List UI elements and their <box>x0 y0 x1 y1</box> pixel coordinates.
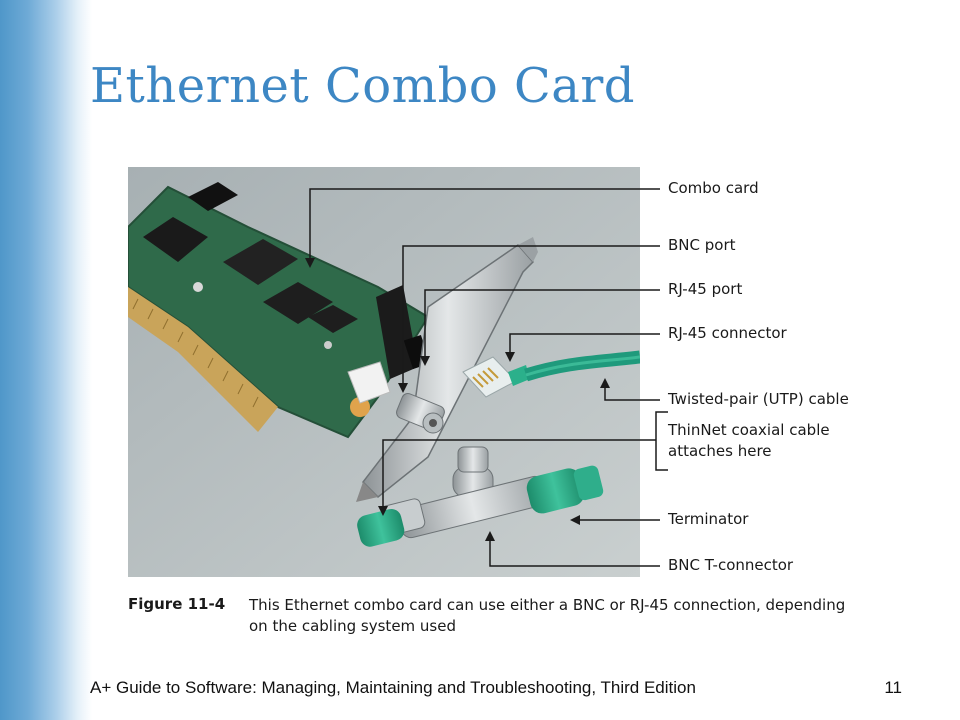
arrowhead-bnc-port <box>398 383 408 393</box>
callout-rj45-connector: RJ-45 connector <box>668 324 787 342</box>
combo-card-photo <box>128 167 640 577</box>
leader-bnc-t-connector <box>489 539 660 567</box>
arrowhead-bnc-t-connector <box>485 531 495 541</box>
figure-number: Figure 11-4 <box>128 595 226 613</box>
decorative-side-bar <box>0 0 92 720</box>
figure-caption-line1: This Ethernet combo card can use either … <box>249 596 846 614</box>
combo-card-illustration <box>128 167 640 577</box>
callout-utp-cable: Twisted-pair (UTP) cable <box>668 390 849 408</box>
slide-footer: A+ Guide to Software: Managing, Maintain… <box>90 678 696 697</box>
thinnet-bracket <box>655 411 668 471</box>
arrowhead-terminator <box>570 515 580 525</box>
leader-combo-card <box>309 188 660 260</box>
callout-bnc-port: BNC port <box>668 236 736 254</box>
figure-caption-line2: on the cabling system used <box>249 617 456 635</box>
leader-thinnet <box>382 439 656 508</box>
callout-bnc-t-connector: BNC T-connector <box>668 556 794 574</box>
slide-title: Ethernet Combo Card <box>90 58 635 114</box>
callout-combo-card: Combo card <box>668 179 759 197</box>
figure-caption: This Ethernet combo card can use either … <box>249 595 869 637</box>
arrowhead-utp-cable <box>600 378 610 388</box>
arrowhead-thinnet <box>378 506 388 516</box>
leader-rj45-port <box>424 289 660 358</box>
leader-bnc-port <box>402 245 660 385</box>
callout-thinnet-line1: ThinNet coaxial cable <box>668 421 830 439</box>
arrowhead-rj45-connector <box>505 352 515 362</box>
callout-terminator: Terminator <box>668 510 749 528</box>
callout-thinnet-line2: attaches here <box>668 442 772 460</box>
leader-utp-cable <box>604 386 660 401</box>
arrowhead-combo-card <box>305 258 315 268</box>
callout-rj45-port: RJ-45 port <box>668 280 743 298</box>
arrowhead-rj45-port <box>420 356 430 366</box>
page-number: 11 <box>884 678 902 697</box>
leader-rj45-connector <box>509 333 660 354</box>
